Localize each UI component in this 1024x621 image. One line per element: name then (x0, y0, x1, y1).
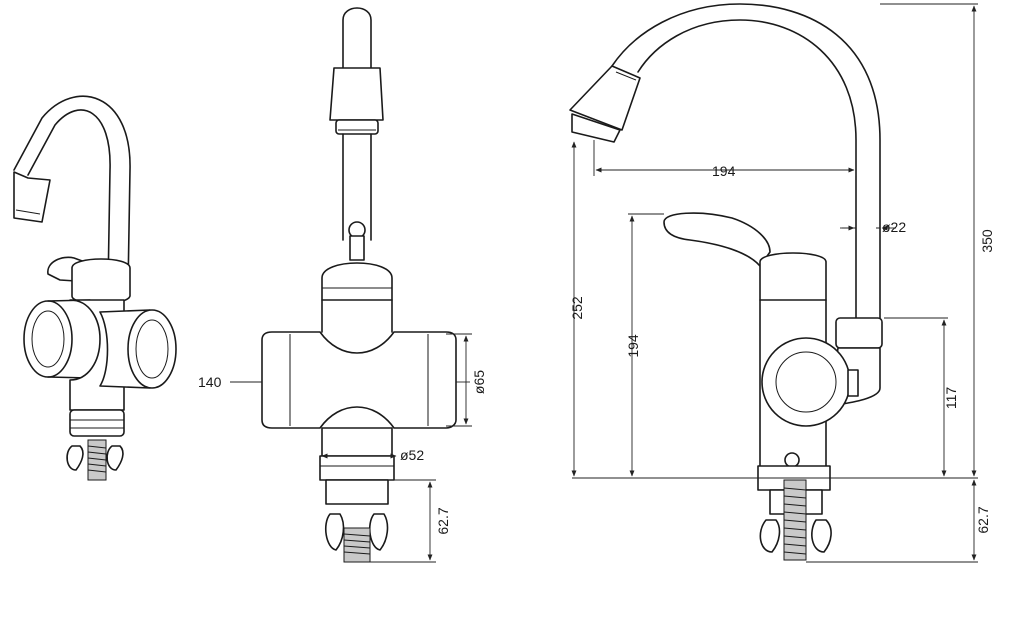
side-total-height-label: 350 (979, 229, 995, 253)
side-outlet-height-label: 117 (943, 387, 959, 410)
front-body-diameter-label: ø65 (471, 370, 487, 394)
side-handle-height-label: 194 (625, 334, 641, 358)
front-thread-length-label: 62.7 (435, 507, 451, 534)
isometric-view (13, 95, 177, 481)
side-spout-diameter-label: ø22 (882, 219, 906, 235)
front-width-label: 140 (198, 374, 222, 390)
side-spout-reach-label: 194 (712, 163, 736, 179)
front-base-diameter-label: ø52 (400, 447, 424, 463)
side-view: 194 ø22 350 252 194 117 62.7 (569, 3, 995, 563)
side-thread-length-label: 62.7 (975, 506, 991, 533)
side-spout-height-label: 252 (569, 296, 585, 320)
front-view: 140 ø65 ø52 62.7 (198, 7, 487, 563)
